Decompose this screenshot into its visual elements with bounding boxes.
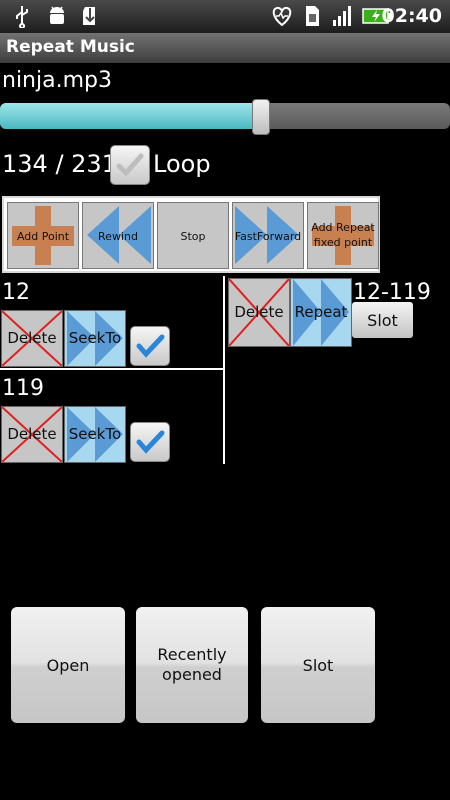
add-repeat-fixed-point-button[interactable]: Add Repeat fixed point	[307, 202, 379, 269]
recently-opened-button[interactable]: Recently opened	[136, 607, 248, 723]
android-debug-icon	[50, 6, 64, 24]
playback-position: 134 / 231	[2, 150, 117, 178]
fast-forward-icon	[293, 279, 349, 346]
delete-cross-icon	[229, 279, 289, 346]
seek-to-button[interactable]: SeekTo	[64, 310, 126, 367]
point-divider	[0, 368, 224, 370]
loop-label: Loop	[153, 150, 211, 178]
add-point-button[interactable]: Add Point	[7, 202, 79, 269]
open-button[interactable]: Open	[11, 607, 125, 723]
loop-checkbox[interactable]	[110, 145, 150, 185]
point-checkbox[interactable]	[130, 326, 170, 366]
title-bar: Repeat Music	[0, 33, 450, 63]
checkmark-icon	[116, 153, 144, 177]
rewind-button[interactable]: Rewind	[82, 202, 154, 269]
battery-charging-icon	[362, 8, 391, 24]
fast-forward-label: FastForward	[234, 230, 302, 243]
fast-forward-button[interactable]: FastForward	[232, 202, 304, 269]
column-divider	[223, 276, 225, 464]
repeat-range: 12-119	[353, 280, 431, 305]
control-toolbar: Add Point Rewind Stop FastForward Add Re…	[2, 196, 380, 273]
heart-monitor-icon	[272, 6, 292, 27]
slot-button[interactable]: Slot	[261, 607, 375, 723]
plus-icon	[312, 206, 374, 265]
stop-label: Stop	[180, 230, 206, 243]
signal-icon	[333, 6, 351, 26]
seek-to-label: SeekTo	[68, 329, 122, 347]
delete-cross-icon	[2, 311, 62, 366]
rewind-icon	[87, 206, 151, 264]
seek-to-button[interactable]: SeekTo	[64, 406, 126, 463]
plus-icon	[12, 206, 74, 265]
point-time: 119	[2, 376, 44, 401]
usb-icon	[16, 6, 28, 28]
add-point-label: Add Point	[16, 230, 70, 243]
repeat-button[interactable]: Repeat	[290, 278, 352, 347]
point-checkbox[interactable]	[130, 422, 170, 462]
point-time: 12	[2, 280, 30, 305]
delete-label: Delete	[7, 329, 57, 347]
stop-button[interactable]: Stop	[157, 202, 229, 269]
fast-forward-icon	[67, 407, 123, 462]
repeat-slot-button[interactable]: Slot	[352, 302, 413, 338]
repeat-label: Repeat	[294, 303, 348, 321]
seek-bar-thumb[interactable]	[252, 99, 270, 135]
app-title: Repeat Music	[6, 37, 135, 57]
fast-forward-icon	[67, 311, 123, 366]
status-bar: 02:40	[0, 0, 450, 33]
delete-point-button[interactable]: Delete	[1, 406, 63, 463]
delete-label: Delete	[234, 303, 284, 321]
seek-bar-progress	[0, 103, 261, 129]
file-name: ninja.mp3	[2, 68, 112, 93]
delete-label: Delete	[7, 425, 57, 443]
seek-to-label: SeekTo	[68, 425, 122, 443]
checkmark-icon	[136, 334, 165, 358]
rewind-label: Rewind	[98, 230, 138, 243]
add-repeat-fixed-point-label: Add Repeat fixed point	[311, 221, 375, 249]
sim-card-icon	[306, 6, 319, 26]
clock: 02:40	[381, 5, 442, 27]
delete-repeat-button[interactable]: Delete	[228, 278, 290, 347]
delete-cross-icon	[2, 407, 62, 462]
fast-forward-icon	[235, 206, 299, 264]
sd-card-icon	[83, 7, 95, 25]
checkmark-icon	[136, 430, 165, 454]
delete-point-button[interactable]: Delete	[1, 310, 63, 367]
